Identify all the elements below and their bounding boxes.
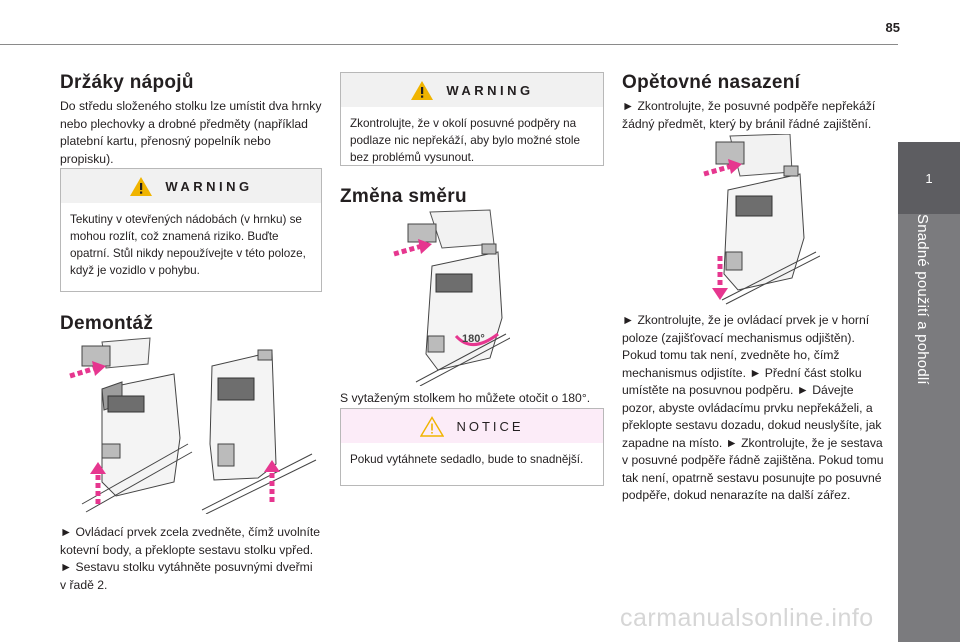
warning-text: Tekutiny v otevřených nádobách (v hrnku)… (70, 213, 306, 277)
removal-text: ► Ovládací prvek zcela zvedněte, čímž uv… (60, 525, 320, 592)
notice-text: Pokud vytáhnete sedadlo, bude to snadněj… (350, 453, 584, 466)
warning-icon (411, 80, 434, 100)
chapter-number[interactable]: 1 (898, 142, 960, 214)
heading-refitting: Opětovné nasazení (622, 72, 801, 93)
notice-title: NOTICE (456, 418, 524, 434)
notice-box: NOTICE Pokud vytáhnete sedadlo, bude to … (340, 408, 604, 486)
chapter-title: Snadné použití a pohodlí (914, 214, 931, 385)
warning-title: WARNING (165, 178, 253, 194)
watermark: carmanualsonline.info (620, 604, 874, 632)
warning-text: Zkontrolujte, že v okolí posuvné podpěry… (350, 117, 580, 164)
refitting-steps: ► Zkontrolujte, že je ovládací prvek je … (622, 313, 884, 502)
refitting-illustration (703, 134, 820, 305)
rotation-illustration (393, 209, 510, 386)
chapter-sidebar (898, 142, 960, 642)
heading-removal: Demontáž (60, 313, 154, 334)
refitting-intro: ► Zkontrolujte, že posuvné podpěře nepře… (622, 99, 876, 131)
warning-box-liquids: WARNING Tekutiny v otevřených nádobách (… (60, 168, 322, 292)
warning-header: WARNING (341, 73, 603, 107)
notice-icon (420, 415, 445, 437)
header-rule (0, 44, 898, 45)
warning-icon (130, 176, 153, 196)
warning-title: WARNING (446, 82, 534, 98)
heading-change-direction: Změna směru (340, 186, 467, 207)
cup-holders-text: Do středu složeného stolku lze umístit d… (60, 99, 322, 166)
notice-header: NOTICE (341, 409, 603, 443)
heading-cup-holders: Držáky nápojů (60, 72, 194, 93)
removal-illustration (69, 337, 317, 514)
warning-header: WARNING (61, 169, 321, 203)
page-number: 85 (885, 20, 900, 35)
warning-box-support: WARNING Zkontrolujte, že v okolí posuvné… (340, 72, 604, 166)
rotation-label: 180° (462, 333, 485, 345)
rotation-caption: S vytaženým stolkem ho můžete otočit o 1… (340, 391, 591, 405)
